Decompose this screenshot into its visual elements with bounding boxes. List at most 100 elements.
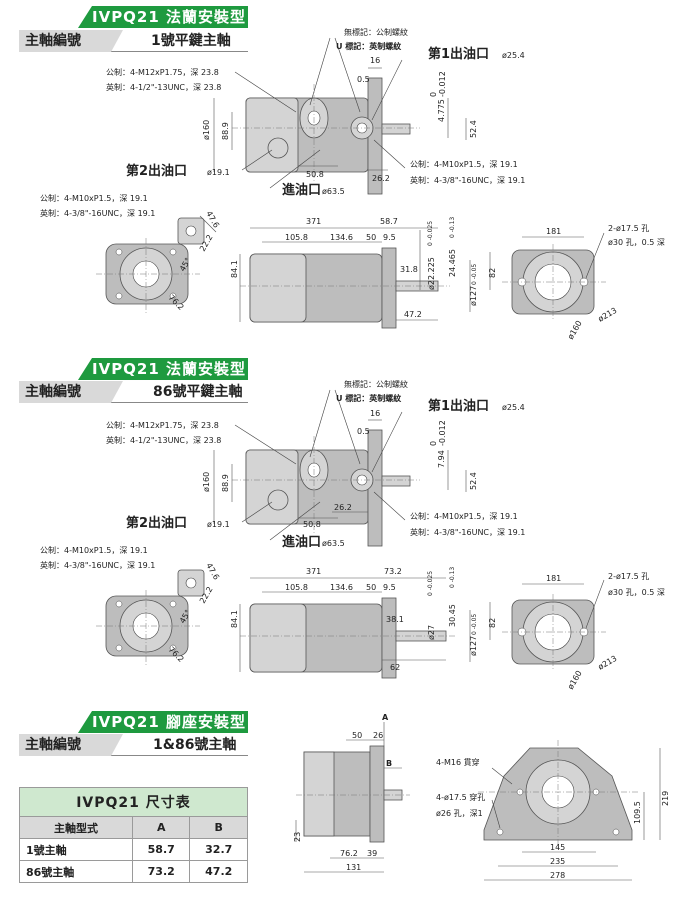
port2-label: 第2出油口 [126, 515, 187, 531]
dim-371: 371 [306, 567, 321, 576]
dim-key-tol-upper: 0 [429, 441, 438, 446]
dim-0-5: 0.5 [357, 75, 370, 84]
port2-label: 第2出油口 [126, 163, 187, 179]
note-holes: 2-ø17.5 孔 [608, 572, 649, 581]
table-row: 1號主軸 58.7 32.7 [19, 838, 248, 861]
row-b: 32.7 [189, 838, 248, 861]
note-inch-m10-left: 英制：4-3/8"-16UNC，深 19.1 [40, 208, 155, 218]
inlet-size: ø63.5 [322, 539, 345, 548]
dim-sh2: 24.465 [448, 249, 457, 277]
s2-top-view: ø160 88.9 50.8 26.2 16 0.5 7.94 0 -0.012… [202, 389, 478, 547]
dim-160b: ø160 [566, 669, 584, 691]
dim-127: ø127 [469, 636, 478, 656]
note-no-mark: 無標記：公制螺紋 [344, 379, 408, 389]
dim-50-8: 50.8 [303, 520, 321, 529]
table-row: 86號主軸 73.2 47.2 [19, 860, 248, 883]
dim-127-tol: 0 -0.05 [471, 614, 478, 635]
foot-dim-145: 145 [550, 843, 565, 852]
inlet-label: 進油口 [282, 182, 321, 198]
note-metric-m10: 公制：4-M10xP1.5，深 19.1 [410, 511, 518, 521]
note-counterbore: ø30 孔，0.5 深 [608, 238, 665, 247]
note-inch-m10: 英制：4-3/8"-16UNC，深 19.1 [410, 175, 525, 185]
note-inch-m10: 英制：4-3/8"-16UNC，深 19.1 [410, 527, 525, 537]
note-no-mark: 無標記：公制螺紋 [344, 27, 408, 37]
s1-flange-view: 47.6 22.2 45° 76.2 [96, 210, 221, 314]
size-table-title: IVPQ21 尺寸表 [19, 787, 248, 817]
foot-dim-219: 219 [661, 791, 670, 806]
dim-16: 16 [370, 56, 380, 65]
shaft-label: 主軸編號 [19, 30, 123, 52]
port1-label: 第1出油口 [428, 398, 489, 414]
port1-size: ø25.4 [502, 51, 525, 60]
note-inch-m12: 英制：4-1/2"-13UNC，深 23.8 [106, 435, 221, 445]
dim-31-8: 31.8 [400, 265, 418, 274]
foot-dim-278: 278 [550, 871, 565, 880]
foot-note-cb: ø26 孔，深1 [436, 809, 483, 818]
note-metric-m10-left: 公制：4-M10xP1.5，深 19.1 [40, 193, 148, 203]
dim-127: ø127 [469, 286, 478, 306]
note-metric-m10: 公制：4-M10xP1.5，深 19.1 [410, 159, 518, 169]
dim-47-6: 47.6 [204, 562, 221, 582]
dim-88-9: 88.9 [221, 474, 230, 492]
foot-shaft-row: 主軸編號 1&86號主軸 [19, 734, 248, 756]
s2-end-view: 181 ø213 ø160 [502, 574, 618, 691]
dim-sh2: 30.45 [448, 604, 457, 627]
dim-58-7: 58.7 [380, 217, 398, 226]
dim-84-1: 84.1 [230, 260, 239, 278]
dim-sh2-tol: 0 -0.13 [449, 567, 456, 588]
shaft-label: 主軸編號 [19, 381, 123, 403]
note-metric-m12: 公制：4-M12xP1.75，深 23.8 [106, 67, 219, 77]
dim-82: 82 [488, 618, 497, 628]
dim-181: 181 [546, 227, 561, 236]
note-inch-m10-left: 英制：4-3/8"-16UNC，深 19.1 [40, 560, 155, 570]
row-b: 47.2 [189, 860, 248, 883]
dim-shaft: ø22.225 [427, 257, 436, 290]
foot-dim-131: 131 [346, 863, 361, 872]
note-counterbore: ø30 孔，0.5 深 [608, 588, 665, 597]
s2-side-view: 371 73.2 105.8 134.6 50 9.5 84.1 38.1 ø2… [230, 567, 497, 679]
dim-134-6: 134.6 [330, 583, 353, 592]
foot-end-view: 145 235 278 109.5 219 [478, 740, 670, 881]
dim-sh2-tol: 0 -0.13 [449, 217, 456, 238]
foot-dim-235: 235 [550, 857, 565, 866]
dim-181: 181 [546, 574, 561, 583]
col-header-b: B [189, 816, 248, 839]
section2-shaft-row: 主軸編號 86號平鍵主軸 [19, 381, 248, 403]
section1-shaft-row: 主軸編號 1號平鍵主軸 [19, 30, 248, 52]
foot-dim-39: 39 [367, 849, 377, 858]
row-a: 58.7 [131, 838, 191, 861]
s1-side-view: 371 58.7 105.8 134.6 50 9.5 84.1 31.8 ø2… [230, 217, 497, 329]
size-table: IVPQ21 尺寸表 主軸型式 A B 1號主軸 58.7 32.7 86號主軸… [19, 787, 248, 883]
s1-top-view: ø160 88.9 50.8 26.2 16 0.5 4.775 0 -0.01… [202, 37, 478, 195]
dim-82: 82 [488, 268, 497, 278]
dim-50-8: 50.8 [306, 170, 324, 179]
dim-9-5: 9.5 [383, 233, 396, 242]
dim-88-9: 88.9 [221, 122, 230, 140]
shaft-value: 86號平鍵主軸 [153, 384, 243, 400]
dim-52-4: 52.4 [469, 472, 478, 490]
dim-105-8: 105.8 [285, 583, 308, 592]
col-header-type: 主軸型式 [19, 816, 133, 839]
section2-title: IVPQ21 法蘭安裝型 [78, 358, 248, 380]
inlet-size: ø63.5 [322, 187, 345, 196]
dim-105-8: 105.8 [285, 233, 308, 242]
dim-16: 16 [370, 409, 380, 418]
foot-dim-76-2: 76.2 [340, 849, 358, 858]
col-header-a: A [131, 816, 191, 839]
dim-key: 7.94 [437, 450, 446, 468]
dim-52-4: 52.4 [469, 120, 478, 138]
dim-26-2: 26.2 [372, 174, 390, 183]
port1-size: ø25.4 [502, 403, 525, 412]
row-a: 73.2 [131, 860, 191, 883]
dim-160b: ø160 [566, 319, 584, 341]
foot-title: IVPQ21 腳座安裝型 [78, 711, 248, 733]
row-type: 1號主軸 [19, 838, 133, 861]
foot-note-holes: 4-ø17.5 穿孔 [436, 792, 485, 802]
foot-note-m16: 4-M16 貫穿 [436, 757, 480, 767]
inlet-label: 進油口 [282, 534, 321, 550]
dim-62: 62 [390, 663, 400, 672]
dim-160: ø160 [202, 120, 211, 140]
foot-dim-109-5: 109.5 [633, 801, 642, 824]
row-type: 86號主軸 [19, 860, 133, 883]
